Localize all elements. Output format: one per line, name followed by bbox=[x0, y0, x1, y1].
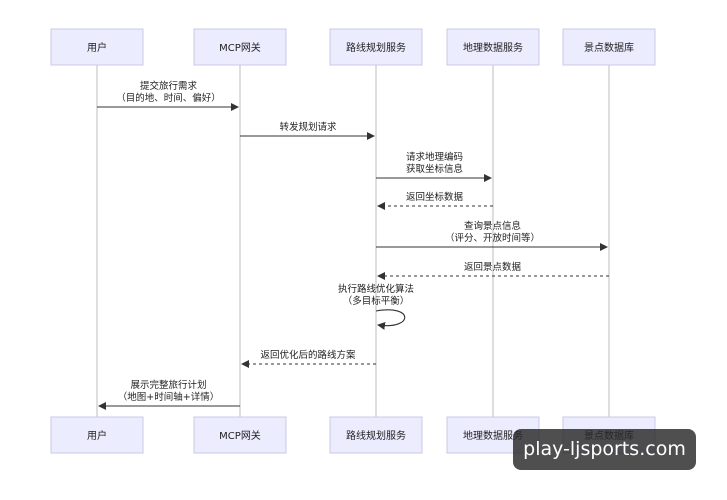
message-label: 返回优化后的路线方案 bbox=[260, 349, 356, 361]
message-label: 提交旅行需求 bbox=[140, 80, 198, 92]
participant-top: 景点数据库 bbox=[562, 28, 656, 66]
participant-label: 用户 bbox=[87, 41, 107, 54]
participant-box bbox=[50, 28, 144, 66]
participant-label: 用户 bbox=[87, 429, 107, 442]
participant-box bbox=[562, 28, 656, 66]
participant-label: 路线规划服务 bbox=[346, 41, 406, 54]
message-label: 展示完整旅行计划 bbox=[130, 379, 206, 391]
message: 返回景点数据 bbox=[377, 261, 609, 280]
lifelines bbox=[96, 65, 610, 417]
actors-top: 用户 MCP网关 路线规划服务 地理数据服务 景点数据库 bbox=[50, 28, 656, 66]
participant-box bbox=[193, 416, 287, 454]
message-label: 返回坐标数据 bbox=[406, 191, 464, 203]
participant-label: 地理数据服务 bbox=[463, 429, 523, 442]
message: 提交旅行需求（目的地、时间、偏好） bbox=[97, 80, 239, 111]
message: 返回坐标数据 bbox=[377, 191, 493, 210]
message-label: 返回景点数据 bbox=[464, 261, 522, 273]
message-label: （地图+时间轴+详情） bbox=[118, 391, 219, 403]
participant-box bbox=[329, 416, 423, 454]
message-label: （多目标平衡） bbox=[343, 295, 410, 307]
watermark: play-ljsports.com bbox=[513, 429, 696, 470]
message-label: 获取坐标信息 bbox=[406, 163, 463, 175]
participant-bottom: 用户 bbox=[50, 416, 144, 454]
message: 展示完整旅行计划（地图+时间轴+详情） bbox=[98, 379, 240, 410]
message-label: （目的地、时间、偏好） bbox=[116, 92, 221, 104]
participant-box bbox=[329, 28, 423, 66]
message-label: 请求地理编码 bbox=[406, 151, 463, 163]
participant-top: MCP网关 bbox=[193, 28, 287, 66]
participant-top: 用户 bbox=[50, 28, 144, 66]
self-message-arrow bbox=[375, 309, 406, 330]
message: 转发规划请求 bbox=[240, 121, 375, 140]
participant-bottom: 路线规划服务 bbox=[329, 416, 423, 454]
participant-top: 地理数据服务 bbox=[446, 28, 540, 66]
participant-box bbox=[50, 416, 144, 454]
participant-label: 景点数据库 bbox=[584, 41, 634, 54]
message-label: 转发规划请求 bbox=[279, 121, 337, 133]
message-label: 执行路线优化算法 bbox=[338, 283, 414, 295]
participant-label: 路线规划服务 bbox=[346, 429, 406, 442]
participant-top: 路线规划服务 bbox=[329, 28, 423, 66]
message: 返回优化后的路线方案 bbox=[241, 349, 376, 368]
message: 执行路线优化算法（多目标平衡） bbox=[338, 283, 414, 330]
participant-box bbox=[446, 28, 540, 66]
participant-label: MCP网关 bbox=[219, 429, 261, 442]
message-label: （评分、开放时间等） bbox=[445, 232, 540, 244]
messages: 提交旅行需求（目的地、时间、偏好）转发规划请求请求地理编码获取坐标信息返回坐标数… bbox=[97, 80, 609, 410]
message-label: 查询景点信息 bbox=[464, 220, 521, 232]
participant-label: 地理数据服务 bbox=[463, 41, 523, 54]
participant-bottom: MCP网关 bbox=[193, 416, 287, 454]
message: 查询景点信息（评分、开放时间等） bbox=[376, 220, 608, 251]
participant-box bbox=[193, 28, 287, 66]
participant-label: MCP网关 bbox=[219, 41, 261, 54]
